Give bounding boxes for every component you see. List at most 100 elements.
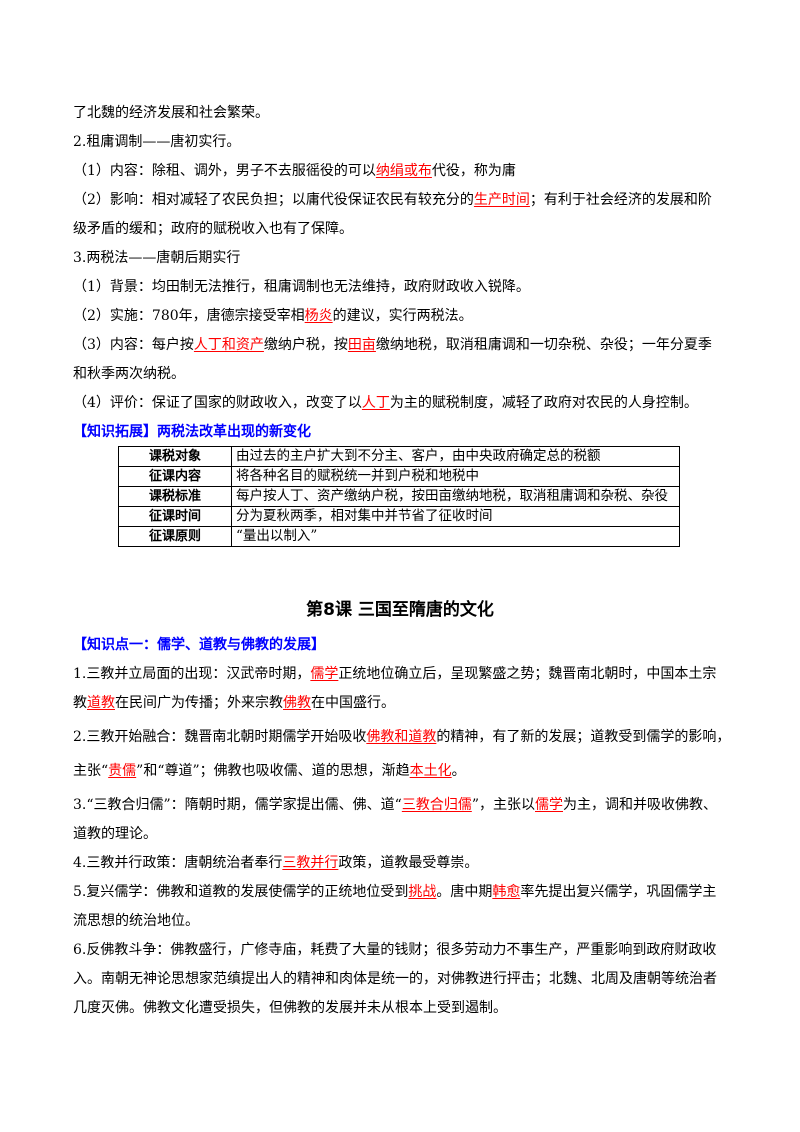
text-segment: （2）影响：相对减轻了农民负担；以庸代役保证农民有较充分的 bbox=[73, 192, 474, 208]
text-segment: 几度灭佛。佛教文化遭受损失，但佛教的发展并未从根本上受到遏制。 bbox=[73, 1000, 507, 1016]
text-segment: 流思想的统治地位。 bbox=[73, 913, 199, 929]
text-segment: 级矛盾的缓和；政府的赋税收入也有了保障。 bbox=[73, 221, 353, 237]
text-segment: 和秋季两次纳税。 bbox=[73, 366, 185, 382]
text-segment: 。唐中期 bbox=[436, 884, 493, 900]
text-segment: 的建议，实行两税法。 bbox=[332, 308, 473, 324]
text-line: 流思想的统治地位。 bbox=[73, 911, 199, 931]
section-heading: 【知识拓展】两税法改革出现的新变化 bbox=[73, 422, 311, 442]
text-segment: 了北魏的经济发展和社会繁荣。 bbox=[73, 105, 269, 121]
table-row: 征课原则“量出以制入” bbox=[118, 526, 680, 547]
text-segment: 2.租庸调制——唐初实行。 bbox=[73, 134, 241, 150]
text-line: 1.三教并立局面的出现：汉武帝时期，儒学正统地位确立后，呈现繁盛之势；魏晋南北朝… bbox=[73, 664, 716, 684]
lesson-title: 第8课 三国至隋唐的文化 bbox=[306, 600, 494, 620]
row-header: 课税对象 bbox=[118, 446, 232, 467]
key-term: 儒学 bbox=[310, 666, 339, 682]
text-segment: 在中国盛行。 bbox=[311, 695, 395, 711]
key-term: 纳绢或布 bbox=[375, 163, 432, 179]
text-segment: 道教的理论。 bbox=[73, 826, 157, 842]
text-segment: 政策，道教最受尊崇。 bbox=[338, 855, 479, 871]
text-segment: 正统地位确立后，呈现繁盛之势；魏晋南北朝时，中国本土宗 bbox=[338, 666, 717, 682]
key-term: 佛教 bbox=[283, 695, 311, 711]
text-segment: 4.三教并行政策：唐朝统治者奉行 bbox=[73, 855, 283, 871]
two-tax-changes-table: 课税对象由过去的主户扩大到不分主、客户，由中央政府确定总的税额征课内容将各种名目… bbox=[118, 446, 680, 547]
text-segment: 2.三教开始融合：魏晋南北朝时期儒学开始吸收 bbox=[73, 729, 367, 745]
text-line: （2）实施：780年，唐德宗接受宰相杨炎的建议，实行两税法。 bbox=[73, 306, 473, 326]
text-segment: （2）实施：780年，唐德宗接受宰相 bbox=[73, 308, 305, 324]
text-segment: 入。南朝无神论思想家范缜提出人的精神和肉体是统一的，对佛教进行抨击；北魏、北周及… bbox=[73, 971, 717, 987]
key-term: 挑战 bbox=[408, 884, 437, 900]
key-term: 杨炎 bbox=[304, 308, 333, 324]
text-line: （4）评价：保证了国家的财政收入，改变了以人丁为主的赋税制度，减轻了政府对农民的… bbox=[73, 393, 698, 413]
row-value: 由过去的主户扩大到不分主、客户，由中央政府确定总的税额 bbox=[231, 446, 680, 467]
table-row: 征课内容将各种名目的赋税统一并到户税和地税中 bbox=[118, 466, 680, 487]
key-term: 田亩 bbox=[347, 337, 376, 353]
row-header: 征课原则 bbox=[118, 526, 232, 547]
table-row: 课税对象由过去的主户扩大到不分主、客户，由中央政府确定总的税额 bbox=[118, 446, 680, 467]
key-term: 人丁和资产 bbox=[193, 337, 264, 353]
row-header: 征课时间 bbox=[118, 506, 232, 527]
text-segment: 缴纳地税，取消租庸调和一切杂税、杂役；一年分夏季 bbox=[375, 337, 712, 353]
text-segment: ”和“尊道”；佛教也吸收儒、道的思想，渐趋 bbox=[136, 763, 410, 779]
key-term: 本土化 bbox=[409, 763, 452, 779]
table-row: 课税标准每户按人丁、资产缴纳户税，按田亩缴纳地税，取消租庸调和杂税、杂役 bbox=[118, 486, 680, 507]
text-segment: 【知识点一：儒学、道教与佛教的发展】 bbox=[73, 637, 325, 653]
text-segment: 。 bbox=[451, 763, 466, 779]
text-line: 道教的理论。 bbox=[73, 824, 157, 844]
text-segment: （1）背景：均田制无法推行，租庸调制也无法维持，政府财政收入锐降。 bbox=[73, 279, 530, 295]
text-segment: （4）评价：保证了国家的财政收入，改变了以 bbox=[73, 395, 362, 411]
table-row: 征课时间分为夏秋两季，相对集中并节省了征收时间 bbox=[118, 506, 680, 527]
text-line: （1）背景：均田制无法推行，租庸调制也无法维持，政府财政收入锐降。 bbox=[73, 277, 530, 297]
text-line: （1）内容：除租、调外，男子不去服徭役的可以纳绢或布代役，称为庸 bbox=[73, 161, 516, 181]
row-header: 征课内容 bbox=[118, 466, 232, 487]
text-line: 5.复兴儒学：佛教和道教的发展使儒学的正统地位受到挑战。唐中期韩愈率先提出复兴儒… bbox=[73, 882, 716, 902]
text-line: 教道教在民间广为传播；外来宗教佛教在中国盛行。 bbox=[73, 693, 395, 713]
text-segment: 1.三教并立局面的出现：汉武帝时期， bbox=[73, 666, 311, 682]
key-term: 三教并行 bbox=[282, 855, 339, 871]
text-segment: 缴纳户税，按 bbox=[263, 337, 348, 353]
text-segment: 主张“ bbox=[73, 763, 109, 779]
text-line: 级矛盾的缓和；政府的赋税收入也有了保障。 bbox=[73, 219, 353, 239]
text-line: 6.反佛教斗争：佛教盛行，广修寺庙，耗费了大量的钱财；很多劳动力不事生产，严重影… bbox=[73, 940, 716, 960]
text-line: （2）影响：相对减轻了农民负担；以庸代役保证农民有较充分的生产时间；有利于社会经… bbox=[73, 190, 712, 210]
text-segment: 教 bbox=[73, 695, 87, 711]
text-segment: （3）内容：每户按 bbox=[73, 337, 194, 353]
text-segment: 率先提出复兴儒学，巩固儒学主 bbox=[520, 884, 717, 900]
text-line: 2.三教开始融合：魏晋南北朝时期儒学开始吸收佛教和道教的精神，有了新的发展；道教… bbox=[73, 727, 730, 747]
row-header: 课税标准 bbox=[118, 486, 232, 507]
key-term: 人丁 bbox=[361, 395, 390, 411]
text-line: （3）内容：每户按人丁和资产缴纳户税，按田亩缴纳地税，取消租庸调和一切杂税、杂役… bbox=[73, 335, 712, 355]
row-value: 将各种名目的赋税统一并到户税和地税中 bbox=[231, 466, 680, 487]
text-segment: 为主的赋税制度，减轻了政府对农民的人身控制。 bbox=[389, 395, 698, 411]
text-line: 入。南朝无神论思想家范缜提出人的精神和肉体是统一的，对佛教进行抨击；北魏、北周及… bbox=[73, 969, 717, 989]
key-term: 佛教和道教 bbox=[366, 729, 437, 745]
text-line: 几度灭佛。佛教文化遭受损失，但佛教的发展并未从根本上受到遏制。 bbox=[73, 998, 507, 1018]
text-segment: ”，主张以 bbox=[471, 797, 535, 813]
key-term: 三教合归儒 bbox=[401, 797, 472, 813]
row-value: 分为夏秋两季，相对集中并节省了征收时间 bbox=[231, 506, 680, 527]
text-line: 4.三教并行政策：唐朝统治者奉行三教并行政策，道教最受尊崇。 bbox=[73, 853, 478, 873]
text-line: 了北魏的经济发展和社会繁荣。 bbox=[73, 103, 269, 123]
key-term: 贵儒 bbox=[108, 763, 137, 779]
text-line: 2.租庸调制——唐初实行。 bbox=[73, 132, 240, 152]
text-line: 3.两税法——唐朝后期实行 bbox=[73, 248, 240, 268]
text-segment: 在民间广为传播；外来宗教 bbox=[115, 695, 283, 711]
key-term: 儒学 bbox=[535, 797, 563, 813]
section-heading: 【知识点一：儒学、道教与佛教的发展】 bbox=[73, 635, 325, 655]
text-segment: 为主，调和并吸收佛教、 bbox=[563, 797, 717, 813]
text-line: 3.“三教合归儒”：隋朝时期，儒学家提出儒、佛、道“三教合归儒”，主张以儒学为主… bbox=[73, 795, 717, 815]
key-term: 韩愈 bbox=[492, 884, 521, 900]
text-segment: 代役，称为庸 bbox=[431, 163, 516, 179]
text-segment: ；有利于社会经济的发展和阶 bbox=[529, 192, 712, 208]
text-segment: 3.两税法——唐朝后期实行 bbox=[73, 250, 241, 266]
text-line: 主张“贵儒”和“尊道”；佛教也吸收儒、道的思想，渐趋本土化。 bbox=[73, 761, 466, 781]
row-value: “量出以制入” bbox=[231, 526, 680, 547]
text-segment: 3.“三教合归儒”：隋朝时期，儒学家提出儒、佛、道“ bbox=[73, 797, 402, 813]
text-segment: 5.复兴儒学：佛教和道教的发展使儒学的正统地位受到 bbox=[73, 884, 409, 900]
key-term: 生产时间 bbox=[473, 192, 530, 208]
text-segment: 6.反佛教斗争：佛教盛行，广修寺庙，耗费了大量的钱财；很多劳动力不事生产，严重影… bbox=[73, 942, 717, 958]
row-value: 每户按人丁、资产缴纳户税，按田亩缴纳地税，取消租庸调和杂税、杂役 bbox=[231, 486, 680, 507]
text-segment: 的精神，有了新的发展；道教受到儒学的影响， bbox=[436, 729, 731, 745]
text-line: 和秋季两次纳税。 bbox=[73, 364, 185, 384]
text-segment: （1）内容：除租、调外，男子不去服徭役的可以 bbox=[73, 163, 376, 179]
